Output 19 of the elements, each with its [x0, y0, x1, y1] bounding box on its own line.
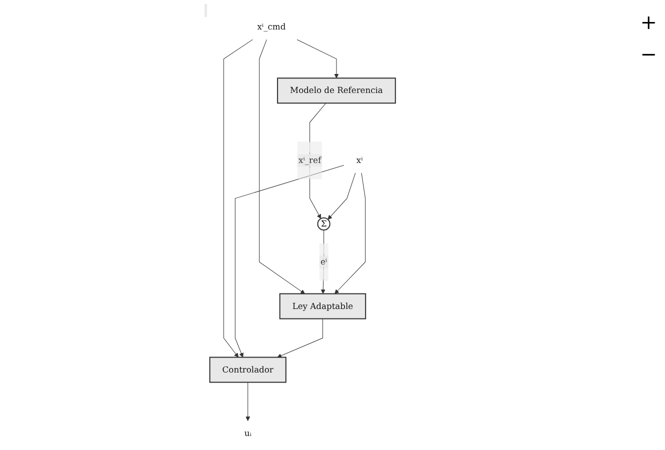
node-box: Modelo de Referencia: [277, 78, 396, 104]
arrow: [296, 39, 339, 78]
arrow: [259, 39, 305, 294]
arrow: [246, 382, 250, 422]
arrow: [277, 318, 323, 358]
node-text: xⁱ: [356, 155, 363, 166]
arrow: [223, 39, 253, 358]
sign-label: +: [640, 10, 657, 34]
sign-label: −: [640, 42, 657, 66]
edge-label: xⁱ_ref: [298, 155, 322, 166]
edge-label: eⁱ: [320, 256, 328, 267]
arrow: [334, 172, 366, 294]
arrow: [234, 164, 344, 358]
node-text: uᵢ: [244, 428, 252, 438]
node-box: Controlador: [209, 356, 286, 383]
node-text: xⁱ_cmd: [257, 22, 286, 32]
node-circle: Σ: [317, 217, 330, 231]
arrow: [328, 172, 356, 220]
node-box: Ley Adaptable: [279, 293, 366, 320]
